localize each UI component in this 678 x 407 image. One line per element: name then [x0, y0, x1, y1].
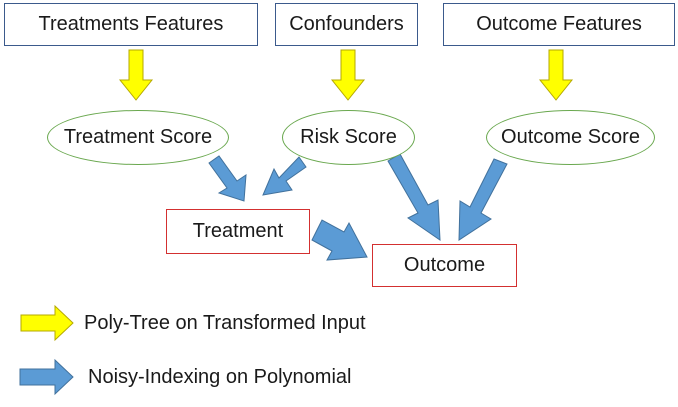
outcome-box: Outcome: [372, 244, 517, 287]
outcome-features-box: Outcome Features: [443, 3, 675, 46]
legend-yellow-arrow-icon: [20, 304, 74, 342]
treatment-score-ellipse: Treatment Score: [47, 110, 229, 165]
treatments-features-box: Treatments Features: [4, 3, 258, 46]
treatment-score-label: Treatment Score: [63, 126, 213, 148]
legend-blue-arrow-icon: [19, 358, 74, 396]
risk-score-label: Risk Score: [300, 126, 397, 148]
yellow-arrow-treatment-features: [118, 49, 154, 101]
outcome-features-label: Outcome Features: [476, 13, 642, 35]
blue-arrow-treatment-score-to-treatment: [208, 155, 247, 202]
yellow-arrow-confounders: [330, 49, 366, 101]
blue-arrow-treatment-to-outcome: [311, 219, 368, 261]
confounders-box: Confounders: [275, 3, 418, 46]
risk-score-ellipse: Risk Score: [282, 110, 415, 165]
outcome-score-ellipse: Outcome Score: [486, 110, 655, 165]
legend-blue-label: Noisy-Indexing on Polynomial: [88, 366, 352, 388]
outcome-label: Outcome: [403, 254, 486, 276]
blue-arrow-outcome-score-to-outcome: [458, 158, 508, 241]
yellow-arrow-outcome-features: [538, 49, 574, 101]
treatments-features-label: Treatments Features: [38, 13, 224, 35]
treatment-label: Treatment: [192, 220, 284, 242]
treatment-box: Treatment: [166, 209, 310, 254]
blue-arrow-risk-score-to-treatment: [262, 156, 307, 196]
outcome-score-label: Outcome Score: [501, 126, 640, 148]
confounders-label: Confounders: [289, 13, 404, 35]
blue-arrow-risk-score-to-outcome: [387, 153, 441, 241]
legend-yellow-label: Poly-Tree on Transformed Input: [84, 312, 366, 334]
